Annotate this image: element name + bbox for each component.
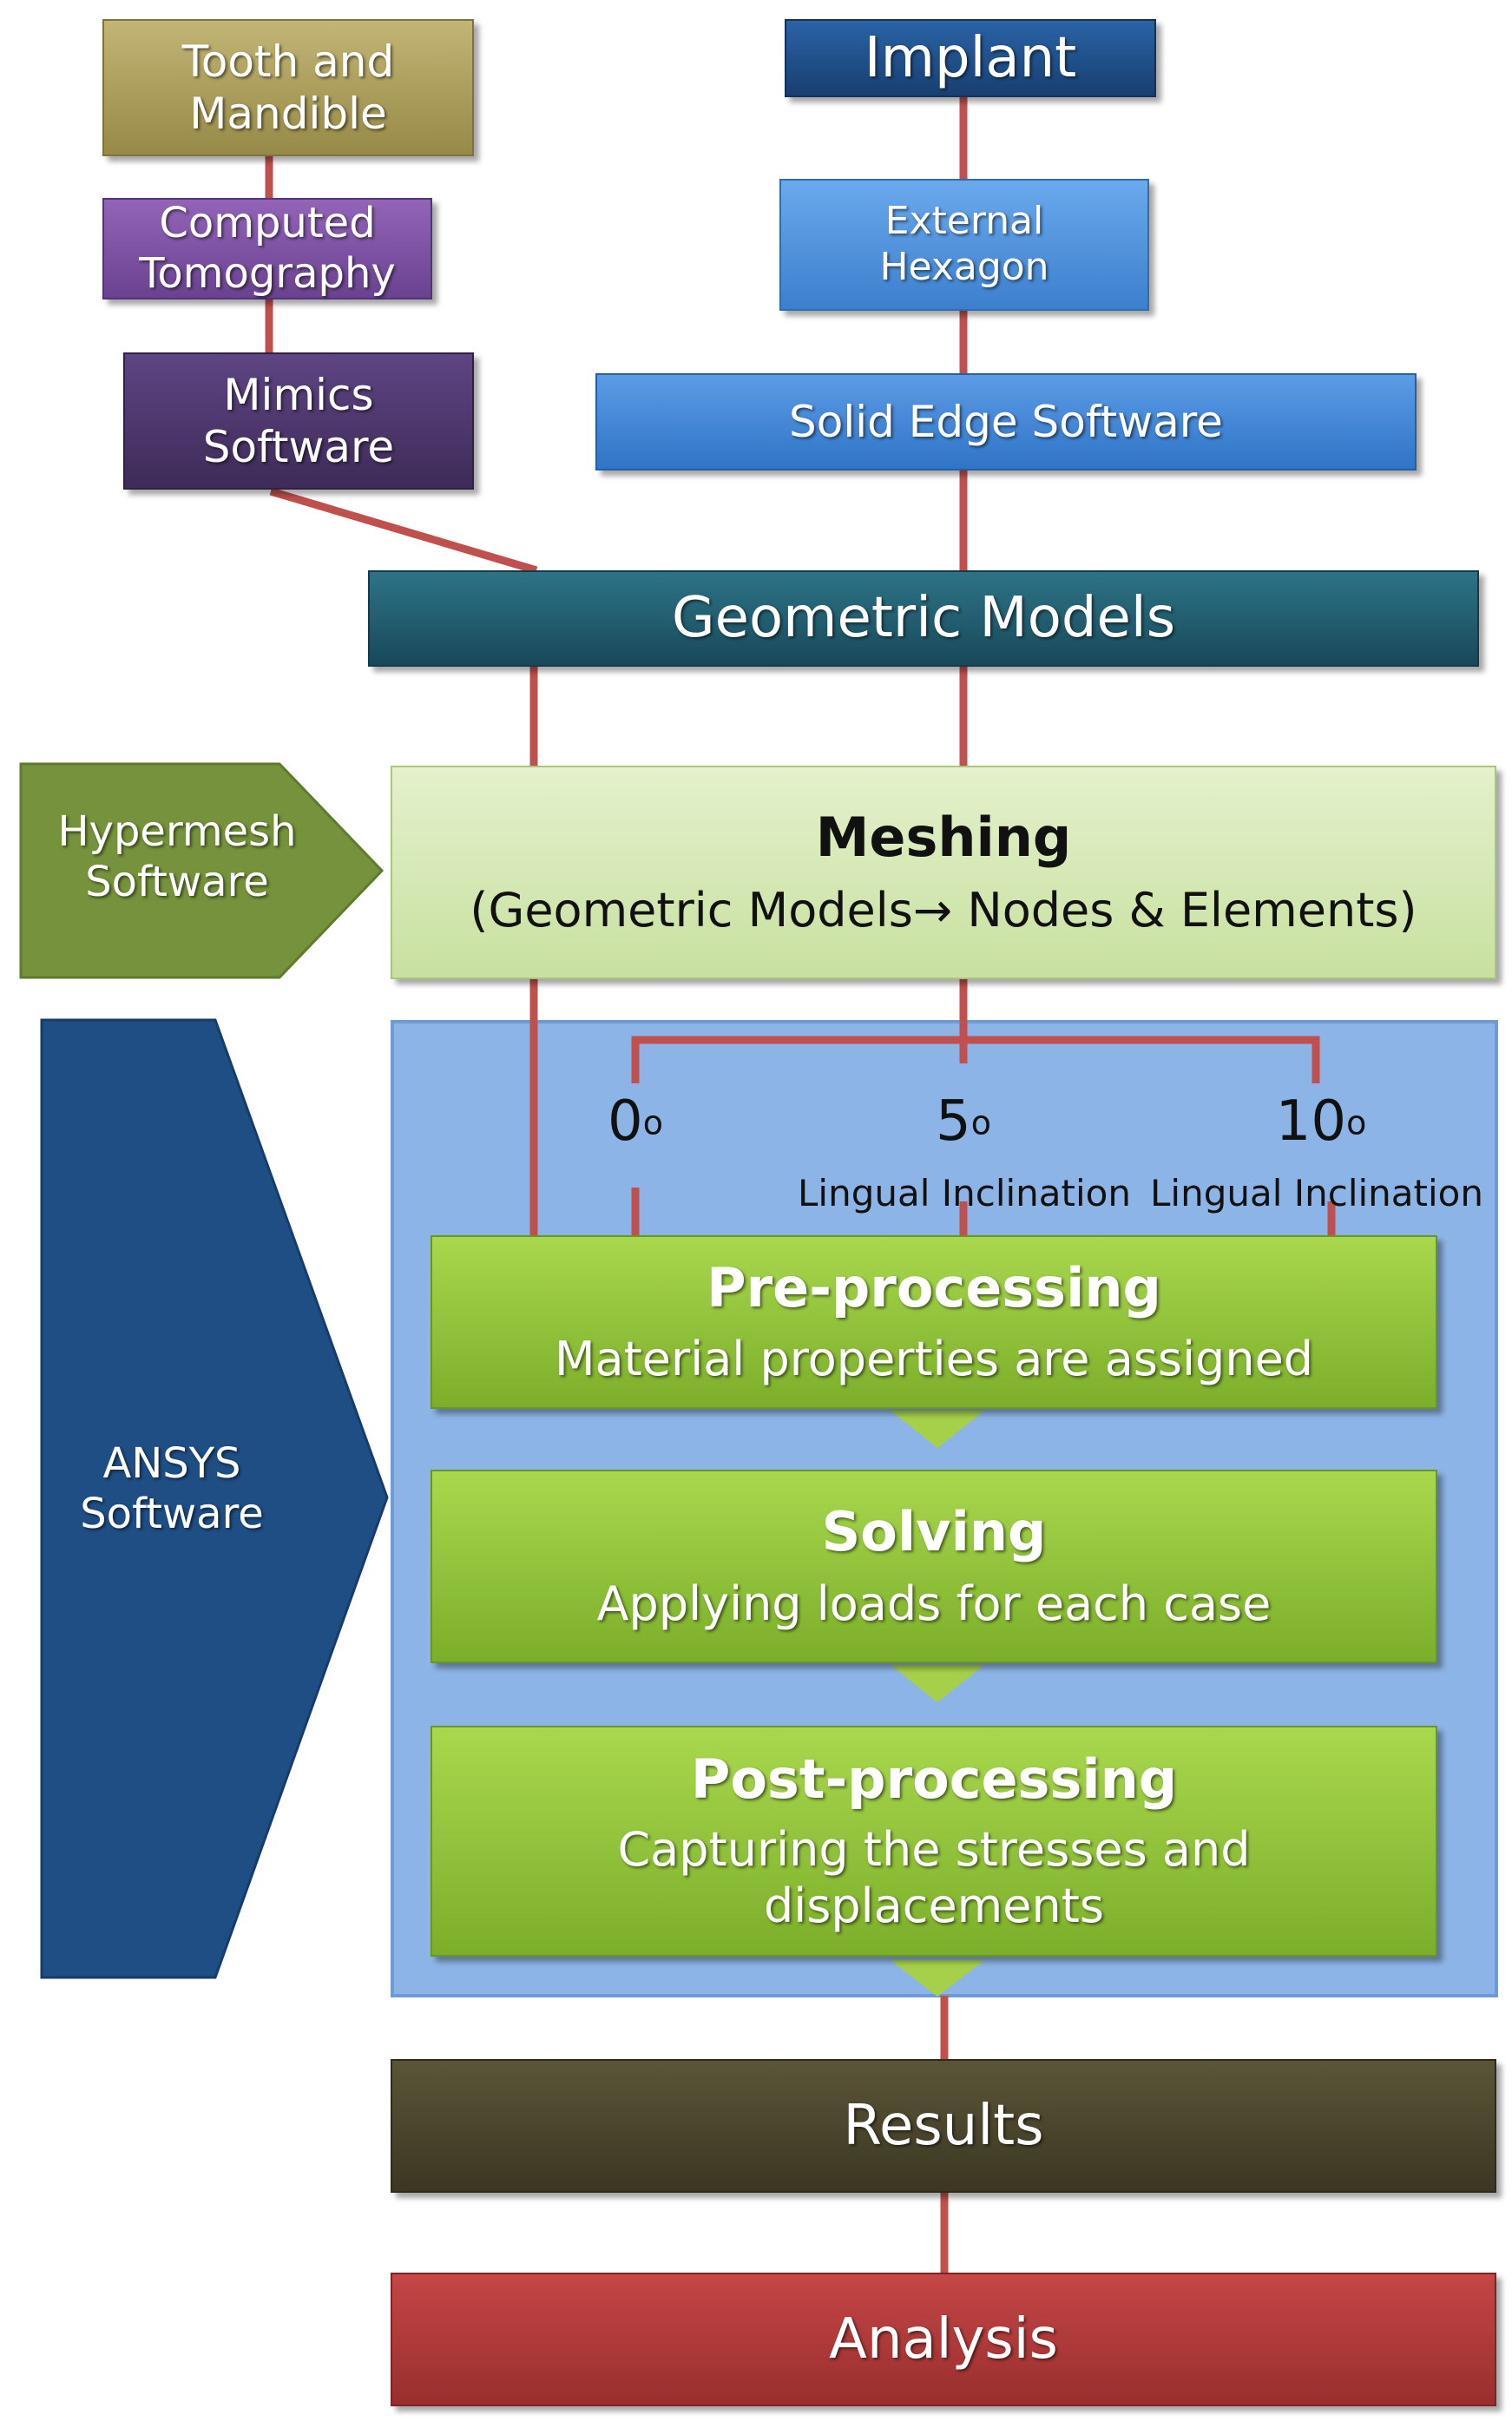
solving-desc: Applying loads for each case <box>596 1576 1272 1632</box>
postprocessing-title: Post-processing <box>690 1747 1178 1811</box>
meshing-title: Meshing <box>815 806 1072 870</box>
inclination-bracket <box>631 1036 1320 1083</box>
ansys-text: ANSYS Software <box>42 1439 302 1539</box>
postprocessing-desc-line1: Capturing the stresses and <box>617 1822 1251 1878</box>
connector-mimics-geometric <box>269 487 538 575</box>
tooth-mandible-line1: Tooth and <box>181 36 395 87</box>
hypermesh-line2: Software <box>85 857 269 906</box>
inclination-10-degree: o <box>1346 1103 1367 1142</box>
mimics-line2: Software <box>202 422 395 472</box>
down-chevron-1 <box>891 1411 984 1448</box>
solving-box: Solving Applying loads for each case <box>431 1470 1437 1663</box>
tooth-mandible-box: Tooth and Mandible <box>102 19 474 156</box>
inclination-10: 10o <box>1226 1089 1417 1154</box>
external-hexagon-box: External Hexagon <box>779 179 1149 311</box>
meshing-subtitle: (Geometric Models→ Nodes & Elements) <box>470 882 1417 938</box>
implant-label: Implant <box>864 25 1077 90</box>
inclination-0: 0o <box>583 1089 687 1154</box>
geometric-models-box: Geometric Models <box>368 570 1479 667</box>
inclination-5-caption: Lingual Inclination <box>798 1172 1131 1214</box>
solving-title: Solving <box>821 1499 1047 1563</box>
tooth-mandible-line2: Mandible <box>189 89 387 139</box>
mimics-line1: Mimics <box>223 370 374 420</box>
inclination-10-caption: Lingual Inclination <box>1150 1172 1483 1214</box>
geometric-models-label: Geometric Models <box>671 586 1176 651</box>
down-chevron-3 <box>891 1960 984 1997</box>
ansys-line2: Software <box>80 1489 264 1538</box>
external-hexagon-line2: Hexagon <box>879 245 1049 289</box>
meshing-box: Meshing (Geometric Models→ Nodes & Eleme… <box>391 766 1496 979</box>
results-box: Results <box>391 2059 1496 2193</box>
inclination-0-angle: 0 <box>608 1089 643 1154</box>
solid-edge-box: Solid Edge Software <box>595 373 1417 470</box>
inclination-5-angle: 5 <box>936 1089 971 1154</box>
implant-box: Implant <box>785 19 1156 97</box>
solid-edge-label: Solid Edge Software <box>789 397 1223 447</box>
hypermesh-arrow <box>19 762 385 979</box>
inclination-10-angle: 10 <box>1275 1089 1347 1154</box>
postprocessing-box: Post-processing Capturing the stresses a… <box>431 1726 1437 1957</box>
inclination-0-degree: o <box>642 1103 663 1142</box>
down-chevron-2 <box>891 1665 984 1702</box>
preprocessing-desc: Material properties are assigned <box>554 1331 1314 1386</box>
computed-tomography-box: Computed Tomography <box>102 198 432 299</box>
inclination-5-degree: o <box>970 1103 991 1142</box>
preprocessing-title: Pre-processing <box>707 1256 1161 1320</box>
ansys-line1: ANSYS <box>102 1439 241 1488</box>
mimics-software-box: Mimics Software <box>123 352 474 490</box>
ansys-arrow <box>40 1018 389 1979</box>
results-label: Results <box>843 2093 1044 2158</box>
inclination-5: 5o <box>868 1089 1059 1154</box>
computed-tomography-line2: Tomography <box>139 248 396 298</box>
postprocessing-desc-line2: displacements <box>763 1879 1105 1934</box>
preprocessing-box: Pre-processing Material properties are a… <box>431 1235 1437 1409</box>
computed-tomography-line1: Computed <box>159 198 376 247</box>
analysis-box: Analysis <box>391 2273 1496 2406</box>
external-hexagon-line1: External <box>884 199 1044 244</box>
hypermesh-line1: Hypermesh <box>57 807 297 856</box>
hypermesh-text: Hypermesh Software <box>21 807 333 907</box>
analysis-label: Analysis <box>829 2306 1058 2372</box>
